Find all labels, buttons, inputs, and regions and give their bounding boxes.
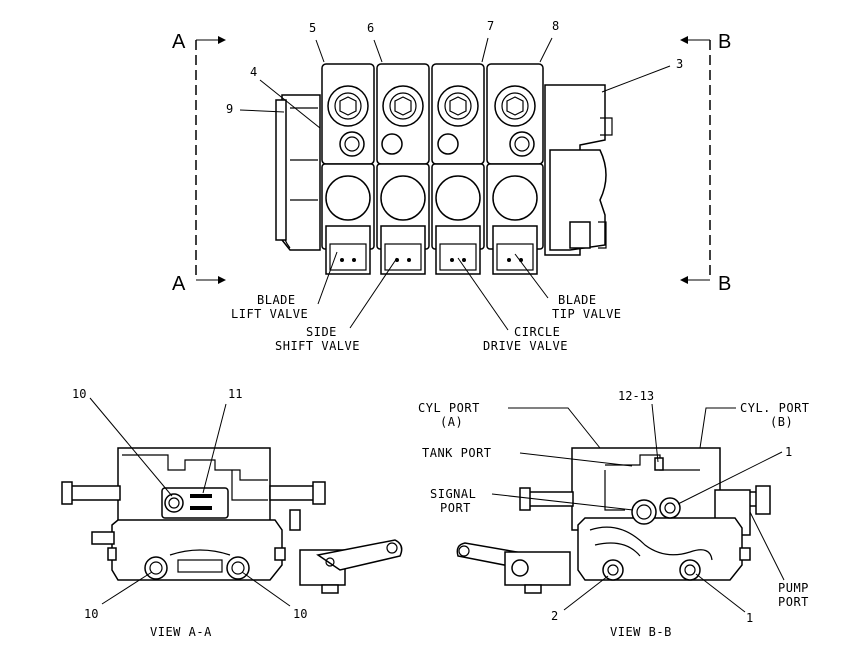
valve-section-3 — [431, 63, 485, 275]
tank-port-label: TANK PORT — [422, 446, 492, 460]
valve-labels: BLADE LIFT VALVE SIDE SHIFT VALVE CIRCLE… — [231, 251, 622, 353]
section-label-a-bottom: A — [172, 273, 186, 295]
callout-10-right: 10 — [293, 607, 307, 621]
pump-port-label-line1: PUMP — [778, 581, 809, 595]
section-label-b-top: B — [718, 31, 731, 53]
section-label-a-top: A — [172, 31, 186, 53]
top-callouts: 5 6 7 8 4 9 3 — [226, 19, 683, 129]
signal-port-label-line1: SIGNAL — [430, 487, 476, 501]
view-b-b: CYL PORT (A) CYL. PORT (B) TANK PORT SIG… — [418, 389, 810, 639]
callout-10-left: 10 — [84, 607, 98, 621]
callout-8: 8 — [552, 19, 559, 33]
section-line-b: B B — [680, 31, 731, 295]
cyl-port-b-label-line1: CYL. PORT — [740, 401, 810, 415]
valve-bank-body — [275, 84, 613, 256]
callout-10-top: 10 — [72, 387, 86, 401]
callout-2: 2 — [551, 609, 558, 623]
callout-3: 3 — [676, 57, 683, 71]
callout-11: 11 — [228, 387, 242, 401]
side-shift-label-line2: SHIFT VALVE — [275, 339, 360, 353]
blade-lift-label-line1: BLADE — [257, 293, 296, 307]
section-line-a: A A — [172, 31, 226, 295]
view-a-a: 10 11 10 10 VIEW A-A — [61, 387, 403, 639]
callout-5: 5 — [309, 21, 316, 35]
cyl-port-b-label-line2: (B) — [770, 415, 793, 429]
callout-6: 6 — [367, 21, 374, 35]
callout-12-13: 12-13 — [618, 389, 654, 403]
blade-lift-label-line2: LIFT VALVE — [231, 307, 308, 321]
section-label-b-bottom: B — [718, 273, 731, 295]
cyl-port-a-label-line1: CYL PORT — [418, 401, 480, 415]
view-a-a-title: VIEW A-A — [150, 625, 212, 639]
top-view: A A B B — [172, 19, 731, 353]
side-shift-label-line1: SIDE — [306, 325, 337, 339]
blade-tip-label-line2: TIP VALVE — [552, 307, 622, 321]
valve-section-4 — [486, 63, 544, 275]
callout-1-bottom: 1 — [746, 611, 753, 625]
circle-drive-label-line2: DRIVE VALVE — [483, 339, 568, 353]
valve-section-2 — [376, 63, 430, 275]
signal-port-label-line2: PORT — [440, 501, 471, 515]
view-b-b-title: VIEW B-B — [610, 625, 672, 639]
callout-1-top: 1 — [785, 445, 792, 459]
pump-port-label-line2: PORT — [778, 595, 809, 609]
blade-tip-label-line1: BLADE — [558, 293, 597, 307]
circle-drive-label-line1: CIRCLE — [514, 325, 560, 339]
callout-4: 4 — [250, 65, 257, 79]
callout-9: 9 — [226, 102, 233, 116]
callout-7: 7 — [487, 19, 494, 33]
valve-section-1 — [321, 63, 375, 275]
cyl-port-a-label-line2: (A) — [440, 415, 463, 429]
